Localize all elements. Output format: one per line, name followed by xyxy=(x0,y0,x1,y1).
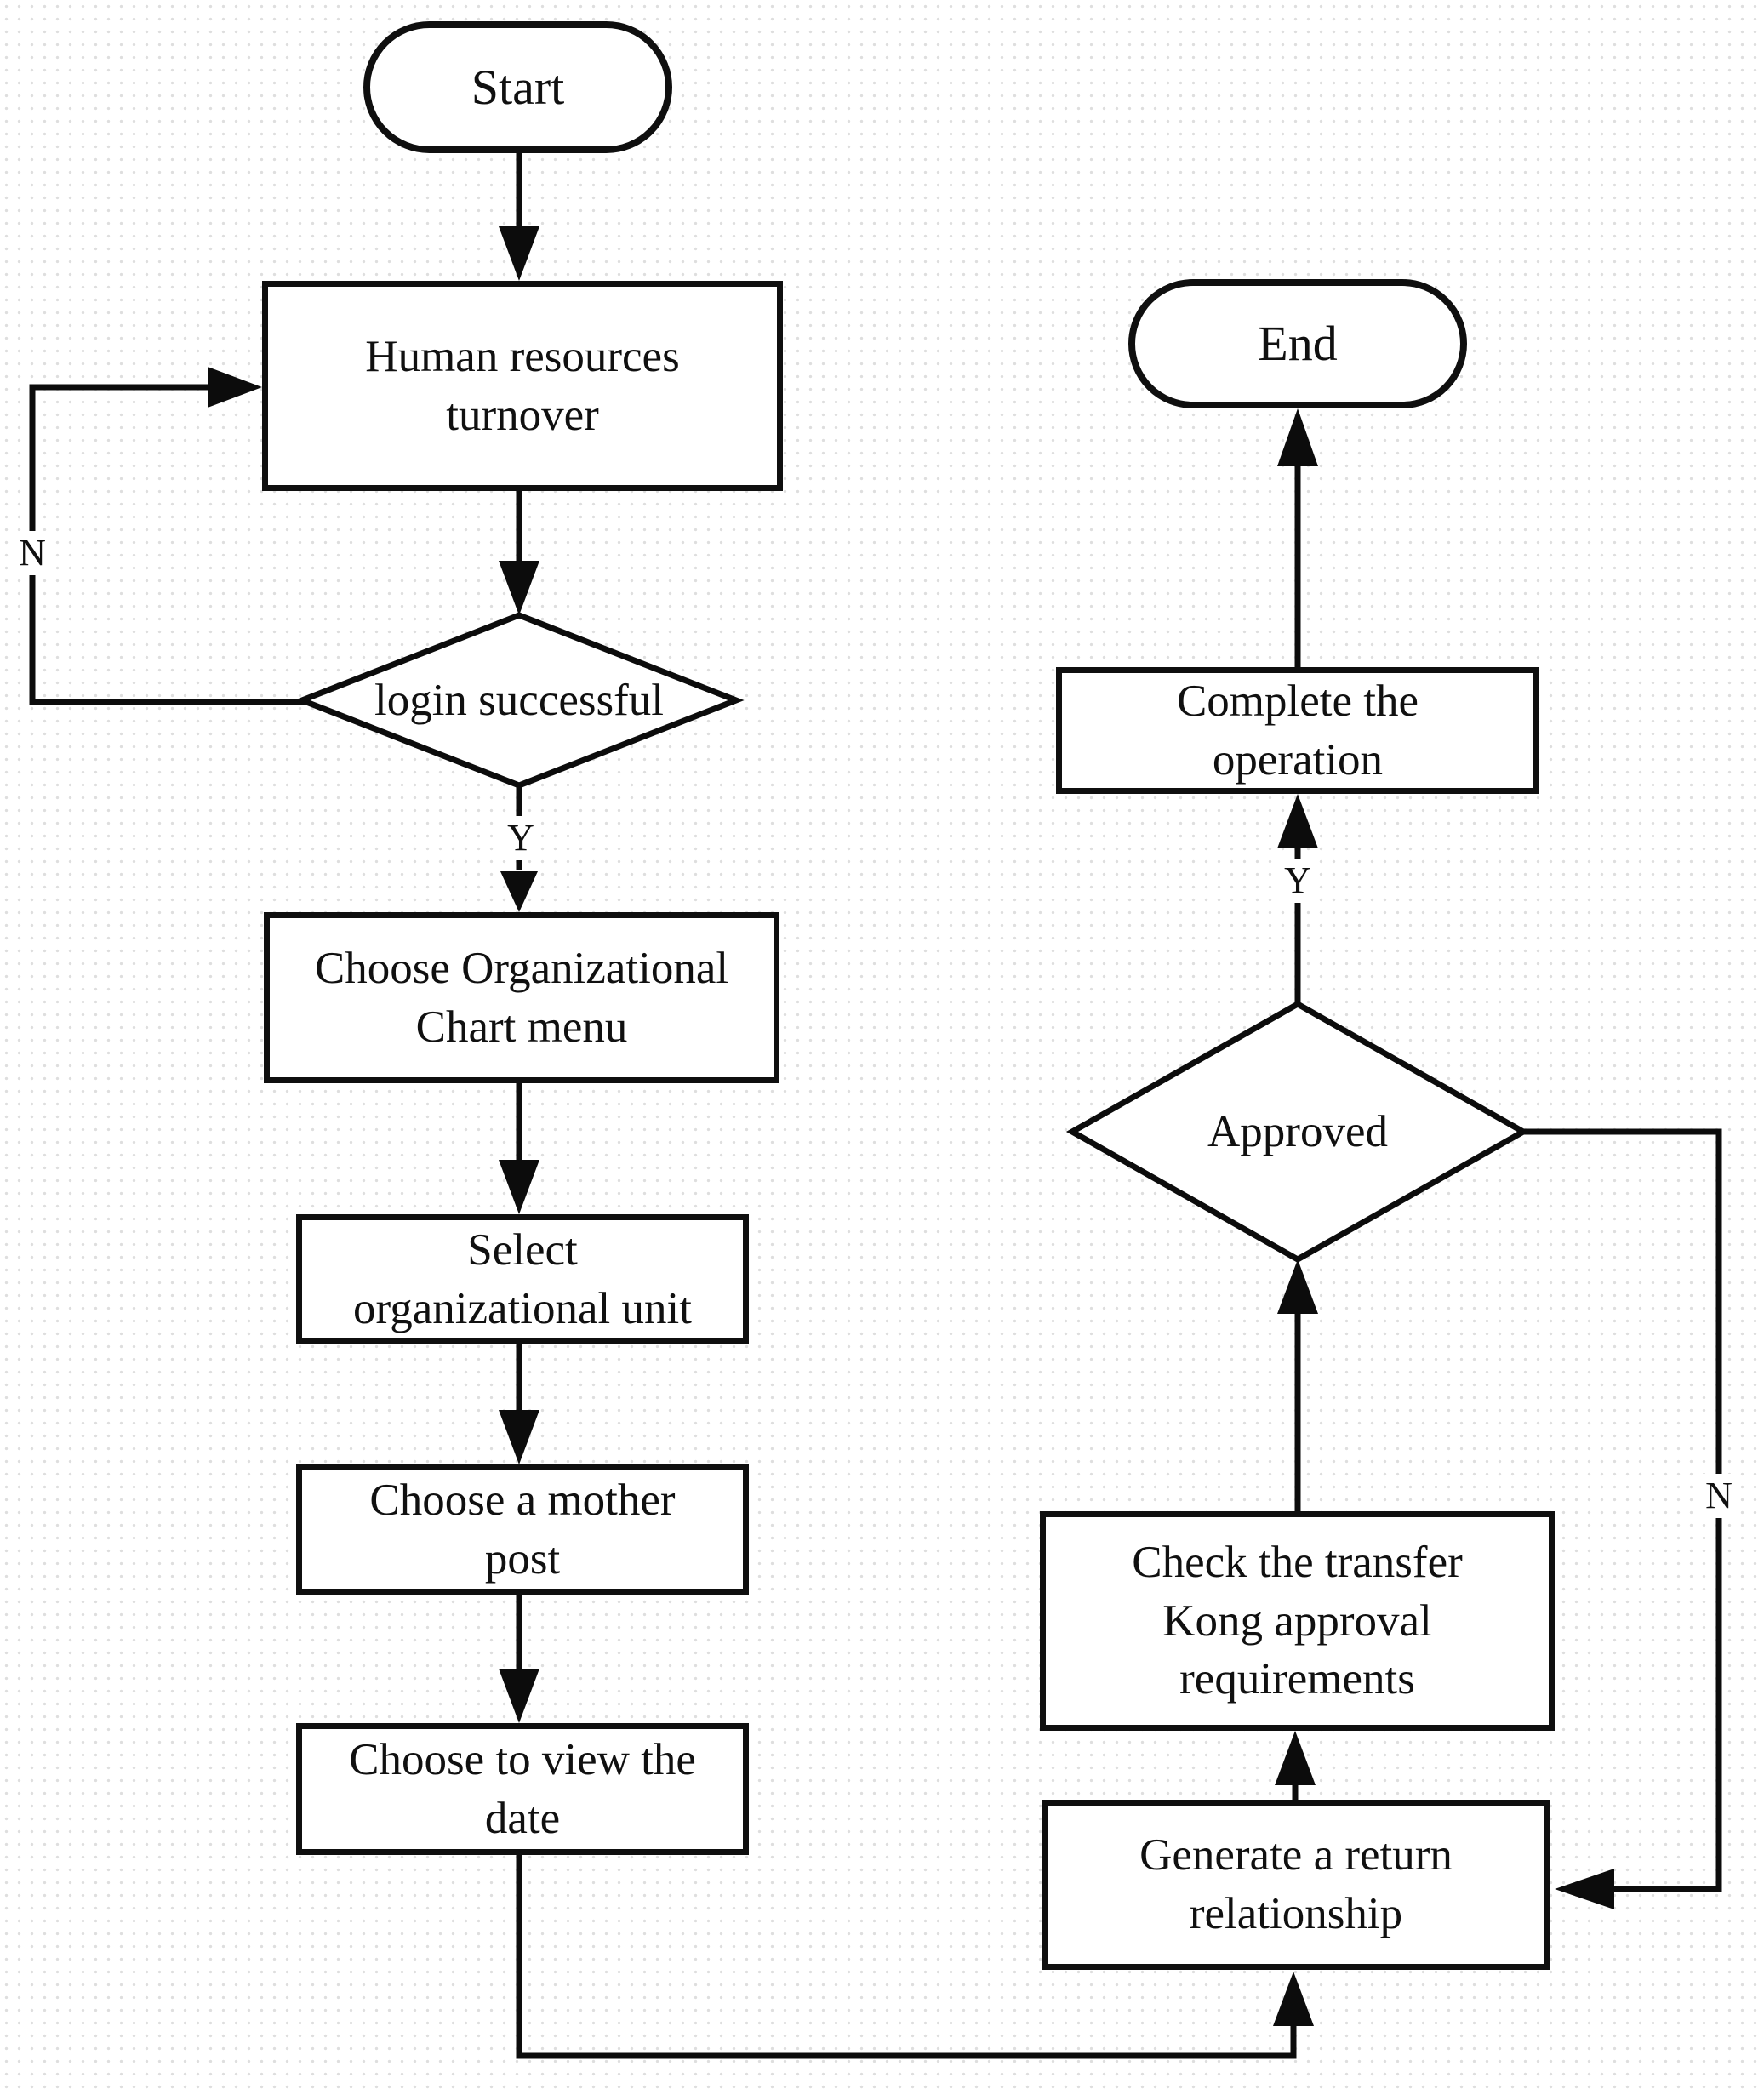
node-complete-operation-label: Complete the operation xyxy=(1176,676,1419,785)
arrowhead-complete-to-end xyxy=(1277,408,1318,466)
node-hr-turnover-label: Human resources turnover xyxy=(365,331,680,440)
arrowhead-login-no-loop xyxy=(208,367,262,408)
node-choose-org-chart: Choose Organizational Chart menu xyxy=(264,912,779,1083)
node-choose-view-date: Choose to view the date xyxy=(296,1723,749,1855)
arrowhead-start-to-hr xyxy=(499,226,539,281)
arrowhead-approved-to-complete xyxy=(1277,794,1318,848)
arrowhead-generate-to-check xyxy=(1275,1731,1316,1785)
node-choose-mother-post: Choose a mother post xyxy=(296,1464,749,1595)
node-end: End xyxy=(1128,279,1467,408)
arrowhead-select-to-mother xyxy=(499,1410,539,1464)
arrowhead-chooseorg-to-select xyxy=(499,1160,539,1214)
node-choose-mother-post-label: Choose a mother post xyxy=(369,1475,676,1584)
node-check-transfer: Check the transfer Kong approval require… xyxy=(1040,1511,1555,1731)
edge-viewdate-to-generate xyxy=(516,1855,1297,2059)
node-hr-turnover: Human resources turnover xyxy=(262,281,783,491)
arrowhead-mother-to-viewdate xyxy=(499,1669,539,1723)
node-start-label: Start xyxy=(471,59,565,115)
arrowhead-hr-to-login xyxy=(499,561,539,615)
edge-label-approved-yes: Y xyxy=(1279,859,1316,903)
node-end-label: End xyxy=(1258,316,1338,372)
node-select-org-unit-label: Select organizational unit xyxy=(353,1224,692,1333)
edge-label-login-no: N xyxy=(14,531,51,575)
node-select-org-unit: Select organizational unit xyxy=(296,1214,749,1344)
edge-label-approved-no: N xyxy=(1700,1474,1738,1518)
node-complete-operation: Complete the operation xyxy=(1056,667,1539,794)
decision-approved-shape xyxy=(1065,1000,1530,1264)
node-approved: Approved xyxy=(1072,1004,1523,1259)
node-choose-view-date-label: Choose to view the date xyxy=(349,1734,696,1843)
node-generate-return: Generate a return relationship xyxy=(1042,1800,1550,1970)
node-check-transfer-label: Check the transfer Kong approval require… xyxy=(1132,1537,1463,1704)
arrowhead-approved-no-loop xyxy=(1555,1869,1614,1909)
arrowhead-login-to-chooseorg xyxy=(500,871,538,912)
node-approved-label: Approved xyxy=(1207,1107,1388,1156)
node-generate-return-label: Generate a return relationship xyxy=(1139,1830,1453,1938)
arrowhead-viewdate-to-generate xyxy=(1273,1972,1314,2026)
node-start: Start xyxy=(363,21,672,153)
edge-label-login-yes: Y xyxy=(502,816,539,860)
edge-approved-no-loop xyxy=(1523,1128,1722,1892)
node-login-successful: login successful xyxy=(302,615,736,785)
node-login-successful-label: login successful xyxy=(374,676,665,725)
arrowhead-check-to-approved xyxy=(1277,1259,1318,1314)
node-choose-org-chart-label: Choose Organizational Chart menu xyxy=(314,943,729,1052)
decision-login-shape xyxy=(294,612,745,789)
